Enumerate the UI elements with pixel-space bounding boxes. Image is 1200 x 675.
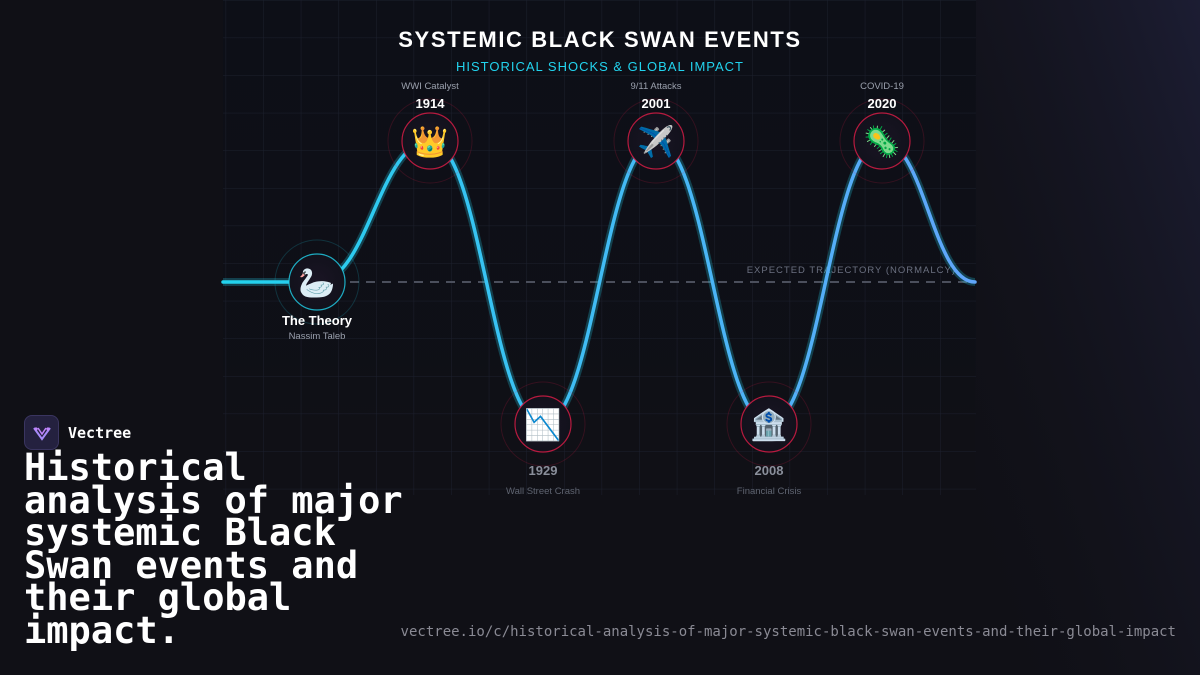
crown-icon: 👑 (411, 125, 448, 160)
event-node-2008-outer-ring (726, 381, 812, 467)
brand: Vectree (24, 415, 131, 450)
event-node-2020-ring (853, 112, 911, 170)
event-node-2001: ✈️ 9/11 Attacks 2001 (613, 81, 699, 184)
page-url: vectree.io/c/historical-analysis-of-majo… (400, 624, 1176, 640)
event-node-2020: 🦠 COVID-19 2020 (839, 81, 925, 184)
swan-icon: 🦢 (298, 266, 335, 301)
event-node-2020-outer-ring (839, 98, 925, 184)
event-year: 2001 (642, 96, 671, 111)
microbe-icon: 🦠 (863, 124, 900, 160)
node-start-outer-ring (274, 239, 360, 325)
event-node-2008-ring (740, 395, 798, 453)
start-sublabel: Nassim Taleb (289, 331, 346, 342)
bank-icon: 🏦 (750, 407, 787, 443)
start-label: The Theory (282, 313, 353, 328)
event-node-1929-ring (514, 395, 572, 453)
event-node-1914: 👑 WWI Catalyst 1914 (387, 81, 473, 184)
event-caption: Financial Crisis (737, 486, 802, 497)
event-year: 1914 (416, 96, 446, 111)
node-start-ring (288, 253, 346, 311)
event-node-1929-outer-ring (500, 381, 586, 467)
event-caption: 9/11 Attacks (630, 81, 681, 92)
event-caption: Wall Street Crash (506, 486, 580, 497)
chart-decreasing-icon: 📉 (524, 407, 561, 443)
event-year: 2020 (868, 96, 897, 111)
airplane-icon: ✈️ (637, 123, 674, 160)
baseline-label: EXPECTED TRAJECTORY (NORMALCY) (747, 265, 956, 276)
event-caption: WWI Catalyst (401, 81, 459, 92)
event-node-2001-outer-ring (613, 98, 699, 184)
brand-name: Vectree (68, 423, 132, 442)
grid-background (223, 0, 976, 495)
diagram-title: SYSTEMIC BLACK SWAN EVENTS (398, 27, 801, 52)
event-node-2001-ring (627, 112, 685, 170)
event-year: 2008 (755, 463, 784, 478)
diagram-subtitle: HISTORICAL SHOCKS & GLOBAL IMPACT (456, 59, 744, 74)
vectree-logo-icon (24, 415, 59, 450)
event-caption: COVID-19 (860, 81, 904, 92)
event-node-1914-outer-ring (387, 98, 473, 184)
right-glow (975, 0, 1200, 675)
event-node-1914-ring (401, 112, 459, 170)
headline: Historical analysis of major systemic Bl… (24, 446, 403, 652)
event-year: 1929 (529, 463, 558, 478)
